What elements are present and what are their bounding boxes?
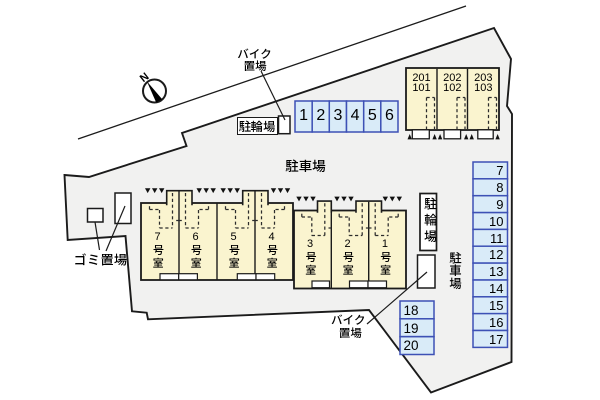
room-label: 103 (474, 82, 493, 94)
parking-space-number: 16 (489, 314, 504, 330)
parking-space-number: 4 (350, 106, 360, 124)
entrance-marker (464, 134, 469, 140)
callout-bike-bottom (366, 271, 428, 325)
building-units-101-203 (405, 67, 500, 131)
callout-bike-top (260, 70, 286, 121)
callout-garbage-a (94, 221, 101, 251)
label-bike-parking-bottom: バイク (331, 312, 366, 329)
entrance-marker (407, 134, 412, 140)
entrance-marker (227, 188, 233, 194)
road-line (77, 5, 467, 140)
room-label: 101 (412, 82, 431, 94)
entrance-marker (432, 134, 437, 140)
parking-space-number: 9 (496, 196, 504, 212)
parking-space-number: 7 (496, 163, 504, 179)
entrance-marker (210, 188, 216, 194)
parking-space-number: 5 (367, 106, 377, 124)
parking-space-number: 20 (403, 338, 419, 354)
entrance-marker (389, 196, 395, 202)
room-label: 3号室 (303, 238, 320, 276)
label-parking-lot-top: 駐車場 (285, 155, 326, 175)
parking-space-number: 11 (490, 230, 504, 246)
parking-space-number: 15 (489, 298, 504, 313)
entrance-marker (159, 188, 165, 194)
parking-space (472, 329, 509, 349)
porch (348, 280, 369, 289)
entrance-marker (396, 196, 402, 202)
garbage-box-small (86, 207, 104, 223)
parking-space-number: 6 (384, 106, 394, 124)
entrance-marker (469, 134, 474, 140)
callout-garbage-b (105, 205, 126, 252)
entrance-marker (234, 188, 240, 194)
porch (311, 280, 331, 289)
room-label: 5号室 (226, 230, 243, 269)
parking-space-number: 3 (333, 106, 343, 124)
porch (159, 273, 180, 281)
entrance-marker (348, 196, 354, 202)
room-label: 7号室 (150, 230, 167, 269)
entrance-marker (334, 196, 340, 202)
label-parking-lot-right: 駐車場 (446, 251, 465, 289)
entrance-marker (296, 196, 302, 202)
room-label: 203 (474, 72, 493, 84)
entrance-marker (152, 188, 158, 194)
garbage-box-large (114, 192, 132, 225)
parking-space-number: 12 (489, 247, 504, 263)
parking-space-number: 17 (489, 331, 504, 347)
compass-needle-icon (146, 81, 163, 103)
entrance-marker (220, 188, 226, 194)
building-units-1-3 (293, 209, 407, 290)
room-label: 2号室 (340, 238, 357, 276)
bike-storage-box-right (416, 254, 436, 289)
label-garbage-area: ゴミ置場 (73, 249, 128, 269)
room-label: 4号室 (264, 230, 281, 269)
parking-space-number: 14 (489, 281, 504, 297)
entrance-marker (145, 188, 151, 194)
parking-space-number: 18 (403, 302, 419, 318)
entrance-marker (203, 188, 209, 194)
label-bike-parking-bottom: 置場 (338, 324, 362, 341)
porch (443, 129, 462, 140)
entrance-marker (303, 196, 309, 202)
room-label: 201 (412, 72, 431, 84)
room-label: 6号室 (188, 230, 205, 269)
bicycle-parking-box-right (419, 192, 438, 252)
porch (367, 280, 388, 289)
entrance-marker (277, 188, 284, 194)
label-bike-parking-top: 置場 (243, 58, 267, 75)
label-bicycle-parking-right: 駐輪場 (421, 196, 440, 246)
parking-space (380, 100, 399, 133)
entrance-marker (196, 188, 202, 194)
room-label: 202 (443, 72, 462, 84)
room-label: 102 (443, 82, 462, 94)
label-bike-parking-top: バイク (237, 46, 272, 62)
parking-space (399, 335, 435, 356)
entrance-marker (270, 188, 277, 194)
north-arrow-icon (142, 78, 167, 104)
entrance-marker (437, 134, 443, 140)
entrance-marker (310, 196, 316, 202)
parking-space-number: 8 (496, 180, 504, 195)
entrance-marker (495, 134, 500, 140)
room-label: 1号室 (377, 238, 394, 276)
porch (255, 273, 276, 281)
parking-space-number: 2 (316, 106, 326, 124)
parking-space-number: 10 (489, 213, 504, 229)
parking-space-number: 19 (403, 320, 419, 336)
entrance-marker (382, 196, 388, 202)
porch (236, 273, 257, 281)
porch (178, 273, 198, 281)
parking-space-number: 13 (489, 264, 504, 280)
bike-storage-box-top (277, 115, 291, 135)
parking-space-number: 1 (299, 106, 309, 124)
label-bicycle-parking-top: 駐輪場 (236, 117, 278, 135)
porch (411, 129, 430, 140)
entrance-marker (284, 188, 291, 194)
entrance-marker (341, 196, 347, 202)
porch (477, 129, 494, 140)
